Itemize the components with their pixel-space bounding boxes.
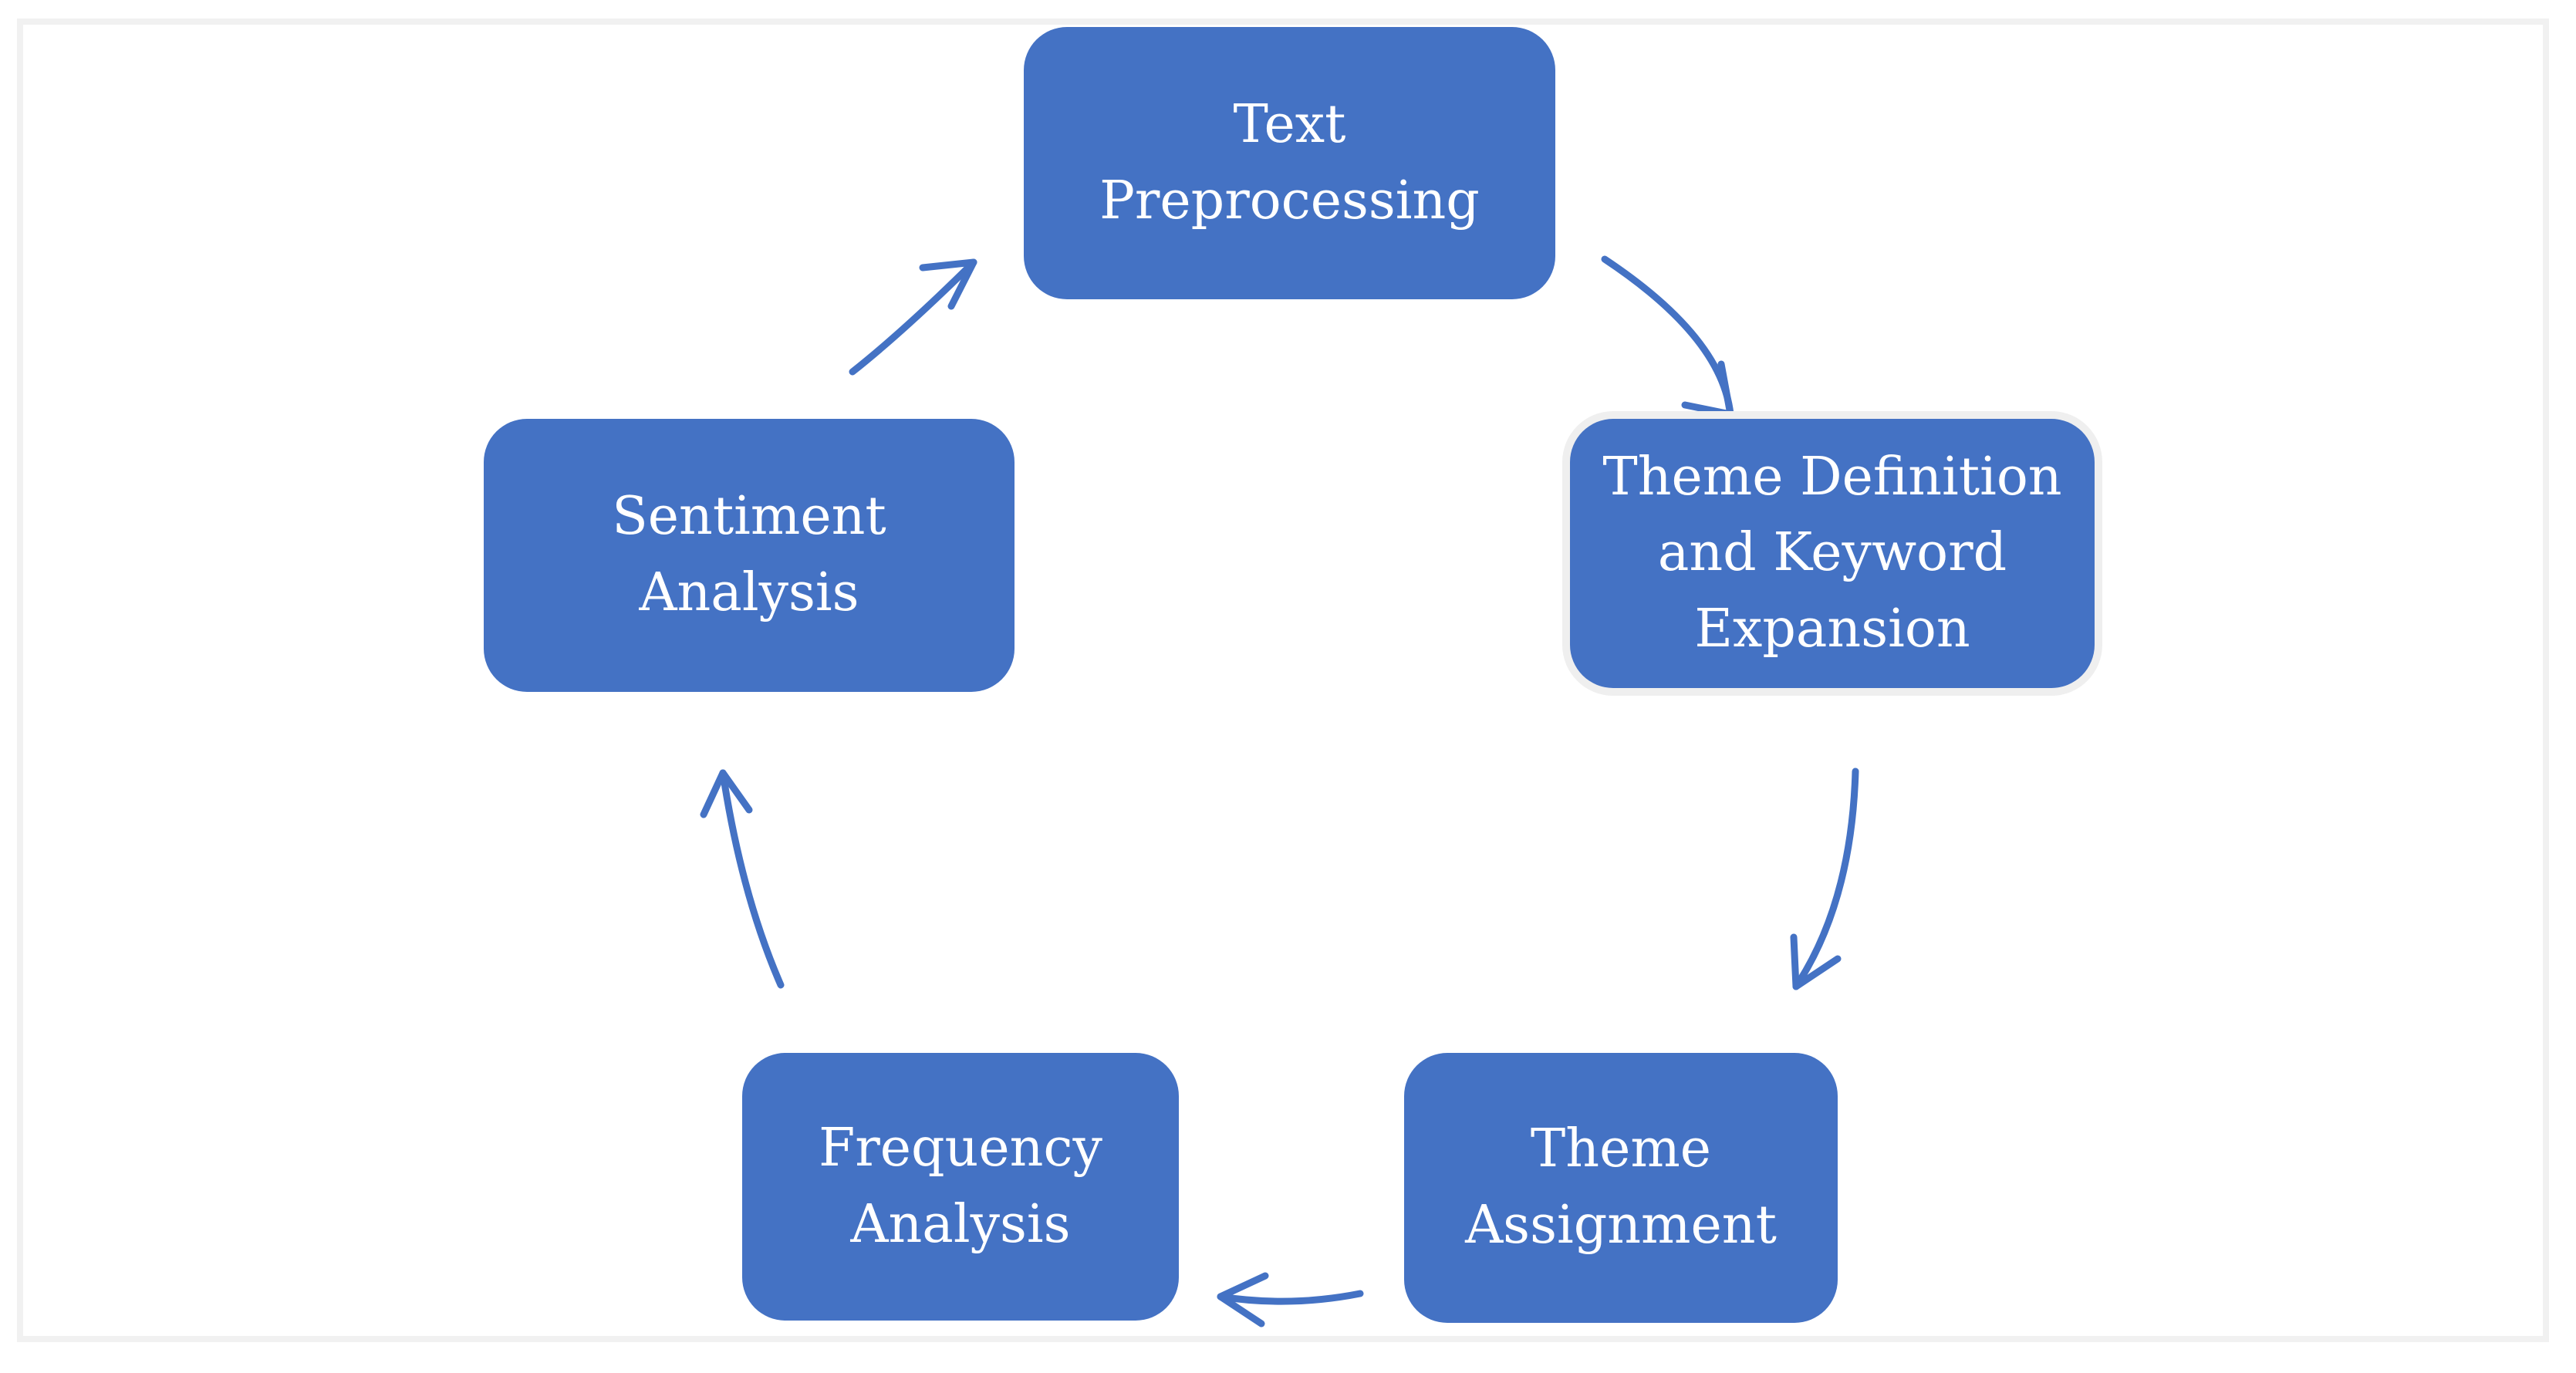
- arrow-sentiment-to-preprocessing: [849, 258, 977, 376]
- arrow-preprocessing-to-theme-definition: [1601, 255, 1734, 418]
- arrow-frequency-to-sentiment: [700, 769, 785, 989]
- node-label: Text Preprocessing: [1099, 93, 1480, 231]
- node-label: Theme Assignment: [1465, 1118, 1777, 1256]
- outer-frame-border: [17, 19, 2549, 1342]
- node-theme-definition: Theme Definition and Keyword Expansion: [1570, 419, 2095, 688]
- arrow-theme-definition-to-theme-assignment: [1790, 767, 1859, 990]
- node-theme-assignment: Theme Assignment: [1404, 1053, 1838, 1323]
- node-label: Sentiment Analysis: [612, 486, 886, 623]
- arrow-theme-assignment-to-frequency: [1217, 1272, 1364, 1327]
- node-label: Frequency Analysis: [819, 1117, 1102, 1255]
- node-sentiment-analysis: Sentiment Analysis: [484, 419, 1015, 692]
- node-label: Theme Definition and Keyword Expansion: [1602, 446, 2062, 660]
- node-text-preprocessing: Text Preprocessing: [1024, 27, 1555, 299]
- node-frequency-analysis: Frequency Analysis: [742, 1053, 1179, 1321]
